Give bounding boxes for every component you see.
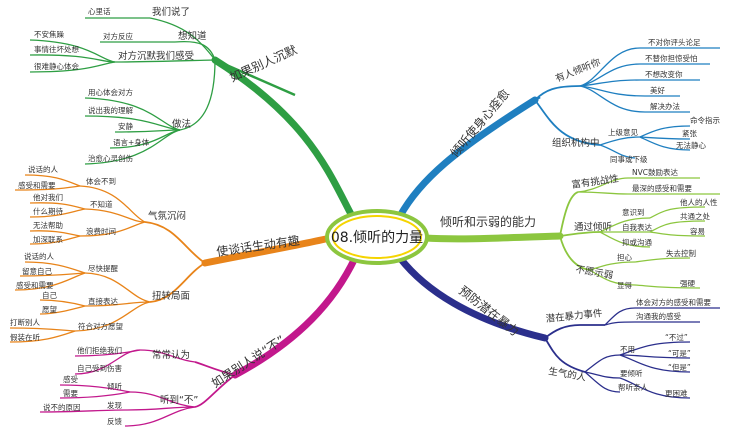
leaf-no-hear-g0-1: 需要 [63, 389, 78, 398]
node-lively-turn-g1: 直接表达 [88, 296, 118, 306]
leaf-violence-hard: 更困难 [665, 388, 688, 398]
node-violence-angry: 生气的人 [547, 365, 587, 384]
branch-label-no: 如果别人说“不” [208, 332, 287, 391]
branch-connector-silence [211, 56, 356, 220]
leaf-lively-turn-g0-1: 留意自己 [22, 266, 52, 276]
leaf-no-often-0: 他们拒绝我们 [77, 345, 122, 355]
leaf-heal-listen-4: 解决办法 [650, 101, 680, 111]
leaf-silence-feel-2: 很难静心体会 [34, 61, 79, 71]
branch-silence [29, 17, 296, 165]
leaf-lively-turn-g2-0: 打断别人 [10, 317, 40, 327]
leaf-heal-listen-3: 美好 [650, 85, 665, 95]
leaf-silence-said-0: 心里话 [88, 6, 111, 16]
node-lively-turn-g0: 尽快提醒 [88, 263, 118, 273]
leaf-lively-atm-g1-0: 他对我们 [33, 192, 63, 202]
leaf-no-hear-g1-0: 说不的原因 [43, 402, 81, 412]
branch-connector-violence [396, 254, 549, 342]
branch-weak [559, 177, 720, 289]
leaf-lively-turn-g0-2: 感受和需要 [16, 280, 54, 290]
leaf-weak-through-r0: 他人的人性 [680, 197, 718, 207]
leaf-lively-turn-g0-0: 说话的人 [24, 251, 54, 261]
leaf-silence-do-0: 用心体会对方 [88, 87, 133, 97]
branch-no [39, 349, 236, 427]
leaf-lively-atm-g0-1: 感受和需要 [18, 180, 56, 190]
leaf-weak-noshow-1: 显得 [617, 280, 632, 290]
branch-connector-lively [201, 234, 334, 267]
node-weak-noshow: 不愿示弱 [574, 264, 613, 281]
branch-connector-no [231, 254, 359, 379]
leaf-weak-through-2: 抑或沟通 [622, 237, 652, 247]
node-lively-turn-g2: 符合对方愿望 [78, 321, 123, 331]
leaf-silence-feel-1: 事情往坏处想 [34, 44, 79, 54]
node-no-hear: 听到“不” [160, 394, 198, 406]
leaf-weak-through-r1: 共通之处 [680, 211, 710, 221]
node-no-hear-g2: 反馈 [107, 416, 122, 426]
leaf-violence-notuse-1: “可是” [668, 349, 691, 358]
leaf-weak-through-1: 自我表达 [622, 222, 652, 232]
node-no-hear-g0: 倾听 [107, 381, 122, 391]
leaf-lively-atm-g1-1: 什么期待 [33, 206, 63, 216]
leaf-weak-noshow-r0: 失去控制 [666, 248, 696, 258]
center-title: 08.倾听的力量 [331, 230, 423, 246]
node-no-often: 常常认为 [152, 349, 190, 361]
node-lively-atm-g0: 体会不到 [86, 176, 116, 186]
leaf-violence-angry-0: 不用 [620, 345, 635, 354]
leaf-no-often-1: 自己受到伤害 [77, 363, 122, 373]
leaf-silence-want-0: 对方反应 [103, 31, 133, 41]
leaf-heal-inst-g0-2: 无法静心 [676, 140, 706, 150]
node-silence-want: 想知道 [178, 30, 207, 42]
leaf-weak-challenge-1: 最深的感受和需要 [632, 183, 692, 193]
leaf-violence-angry-2: 帮听亲人 [618, 382, 648, 392]
node-lively-atm-g2: 浪费时间 [86, 226, 116, 236]
leaf-weak-through-r2: 容易 [690, 226, 705, 236]
leaf-lively-turn-g1-0: 自己 [42, 290, 57, 300]
leaf-lively-turn-g2-1: 假装在听 [10, 332, 40, 342]
leaf-violence-potential-1: 沟通我的感受 [636, 311, 681, 321]
leaf-violence-notuse-0: “不过” [665, 332, 688, 342]
branch-violence [544, 307, 720, 399]
node-heal-inst-g0: 上级意见 [608, 127, 638, 137]
leaf-violence-angry-1: 要倾听 [620, 368, 643, 378]
leaf-heal-listen-1: 不替你担惊受怕 [645, 53, 698, 63]
leaf-weak-through-0: 意识到 [622, 207, 645, 217]
leaf-heal-listen-2: 不想改变你 [645, 69, 683, 79]
leaf-lively-atm-g0-0: 说话的人 [28, 164, 58, 174]
branch-connector-weak [421, 232, 564, 243]
node-lively-atmosphere: 气氛沉闷 [148, 210, 186, 222]
node-heal-inst: 组织机构中 [552, 137, 600, 149]
leaf-heal-inst-g0-0: 命令指示 [690, 115, 720, 125]
leaf-silence-do-4: 治愈心灵创伤 [88, 153, 133, 163]
branch-lively [9, 174, 216, 343]
branch-label-silence: 如果别人沉默 [227, 42, 299, 85]
node-no-hear-g1: 发现 [107, 400, 122, 410]
leaf-weak-challenge-0: NVC鼓励表达 [632, 167, 678, 177]
node-heal-inst-g1: 同事或下级 [610, 154, 648, 164]
node-violence-potential: 潜在暴力事件 [545, 307, 603, 325]
leaf-silence-do-3: 语言+身体 [113, 137, 150, 147]
leaf-heal-inst-g0-1: 紧张 [682, 129, 697, 138]
node-silence-do: 做法 [172, 118, 191, 130]
branch-heal [534, 47, 720, 159]
leaf-violence-potential-0: 体会对方的感受和需要 [636, 297, 711, 307]
leaf-lively-turn-g1-1: 愿望 [42, 304, 57, 314]
leaf-silence-do-1: 说出我的理解 [88, 105, 133, 115]
leaf-no-hear-g0-0: 感受 [63, 374, 78, 384]
leaf-lively-atm-g2-0: 无法帮助 [33, 220, 63, 230]
leaf-silence-do-2: 安静 [118, 121, 133, 131]
branch-connector-heal [396, 96, 539, 220]
leaf-violence-notuse-2: “但是” [668, 362, 691, 372]
branch-label-weak: 倾听和示弱的能力 [440, 214, 536, 229]
leaf-lively-atm-g2-1: 加深联系 [33, 234, 63, 244]
node-silence-said: 我们说了 [152, 6, 190, 18]
center-node: 08.倾听的力量 [325, 209, 429, 265]
node-lively-atm-g1: 不知道 [90, 199, 113, 209]
leaf-weak-noshow-r1: 强硬 [680, 279, 695, 288]
node-silence-feel: 对方沉默我们感受 [118, 50, 194, 62]
leaf-silence-feel-0: 不安焦躁 [34, 29, 64, 39]
node-weak-through: 通过倾听 [574, 221, 613, 233]
node-lively-turn: 扭转局面 [152, 290, 190, 302]
leaf-weak-noshow-0: 担心 [617, 252, 632, 262]
leaf-heal-listen-0: 不对你评头论足 [648, 37, 701, 47]
